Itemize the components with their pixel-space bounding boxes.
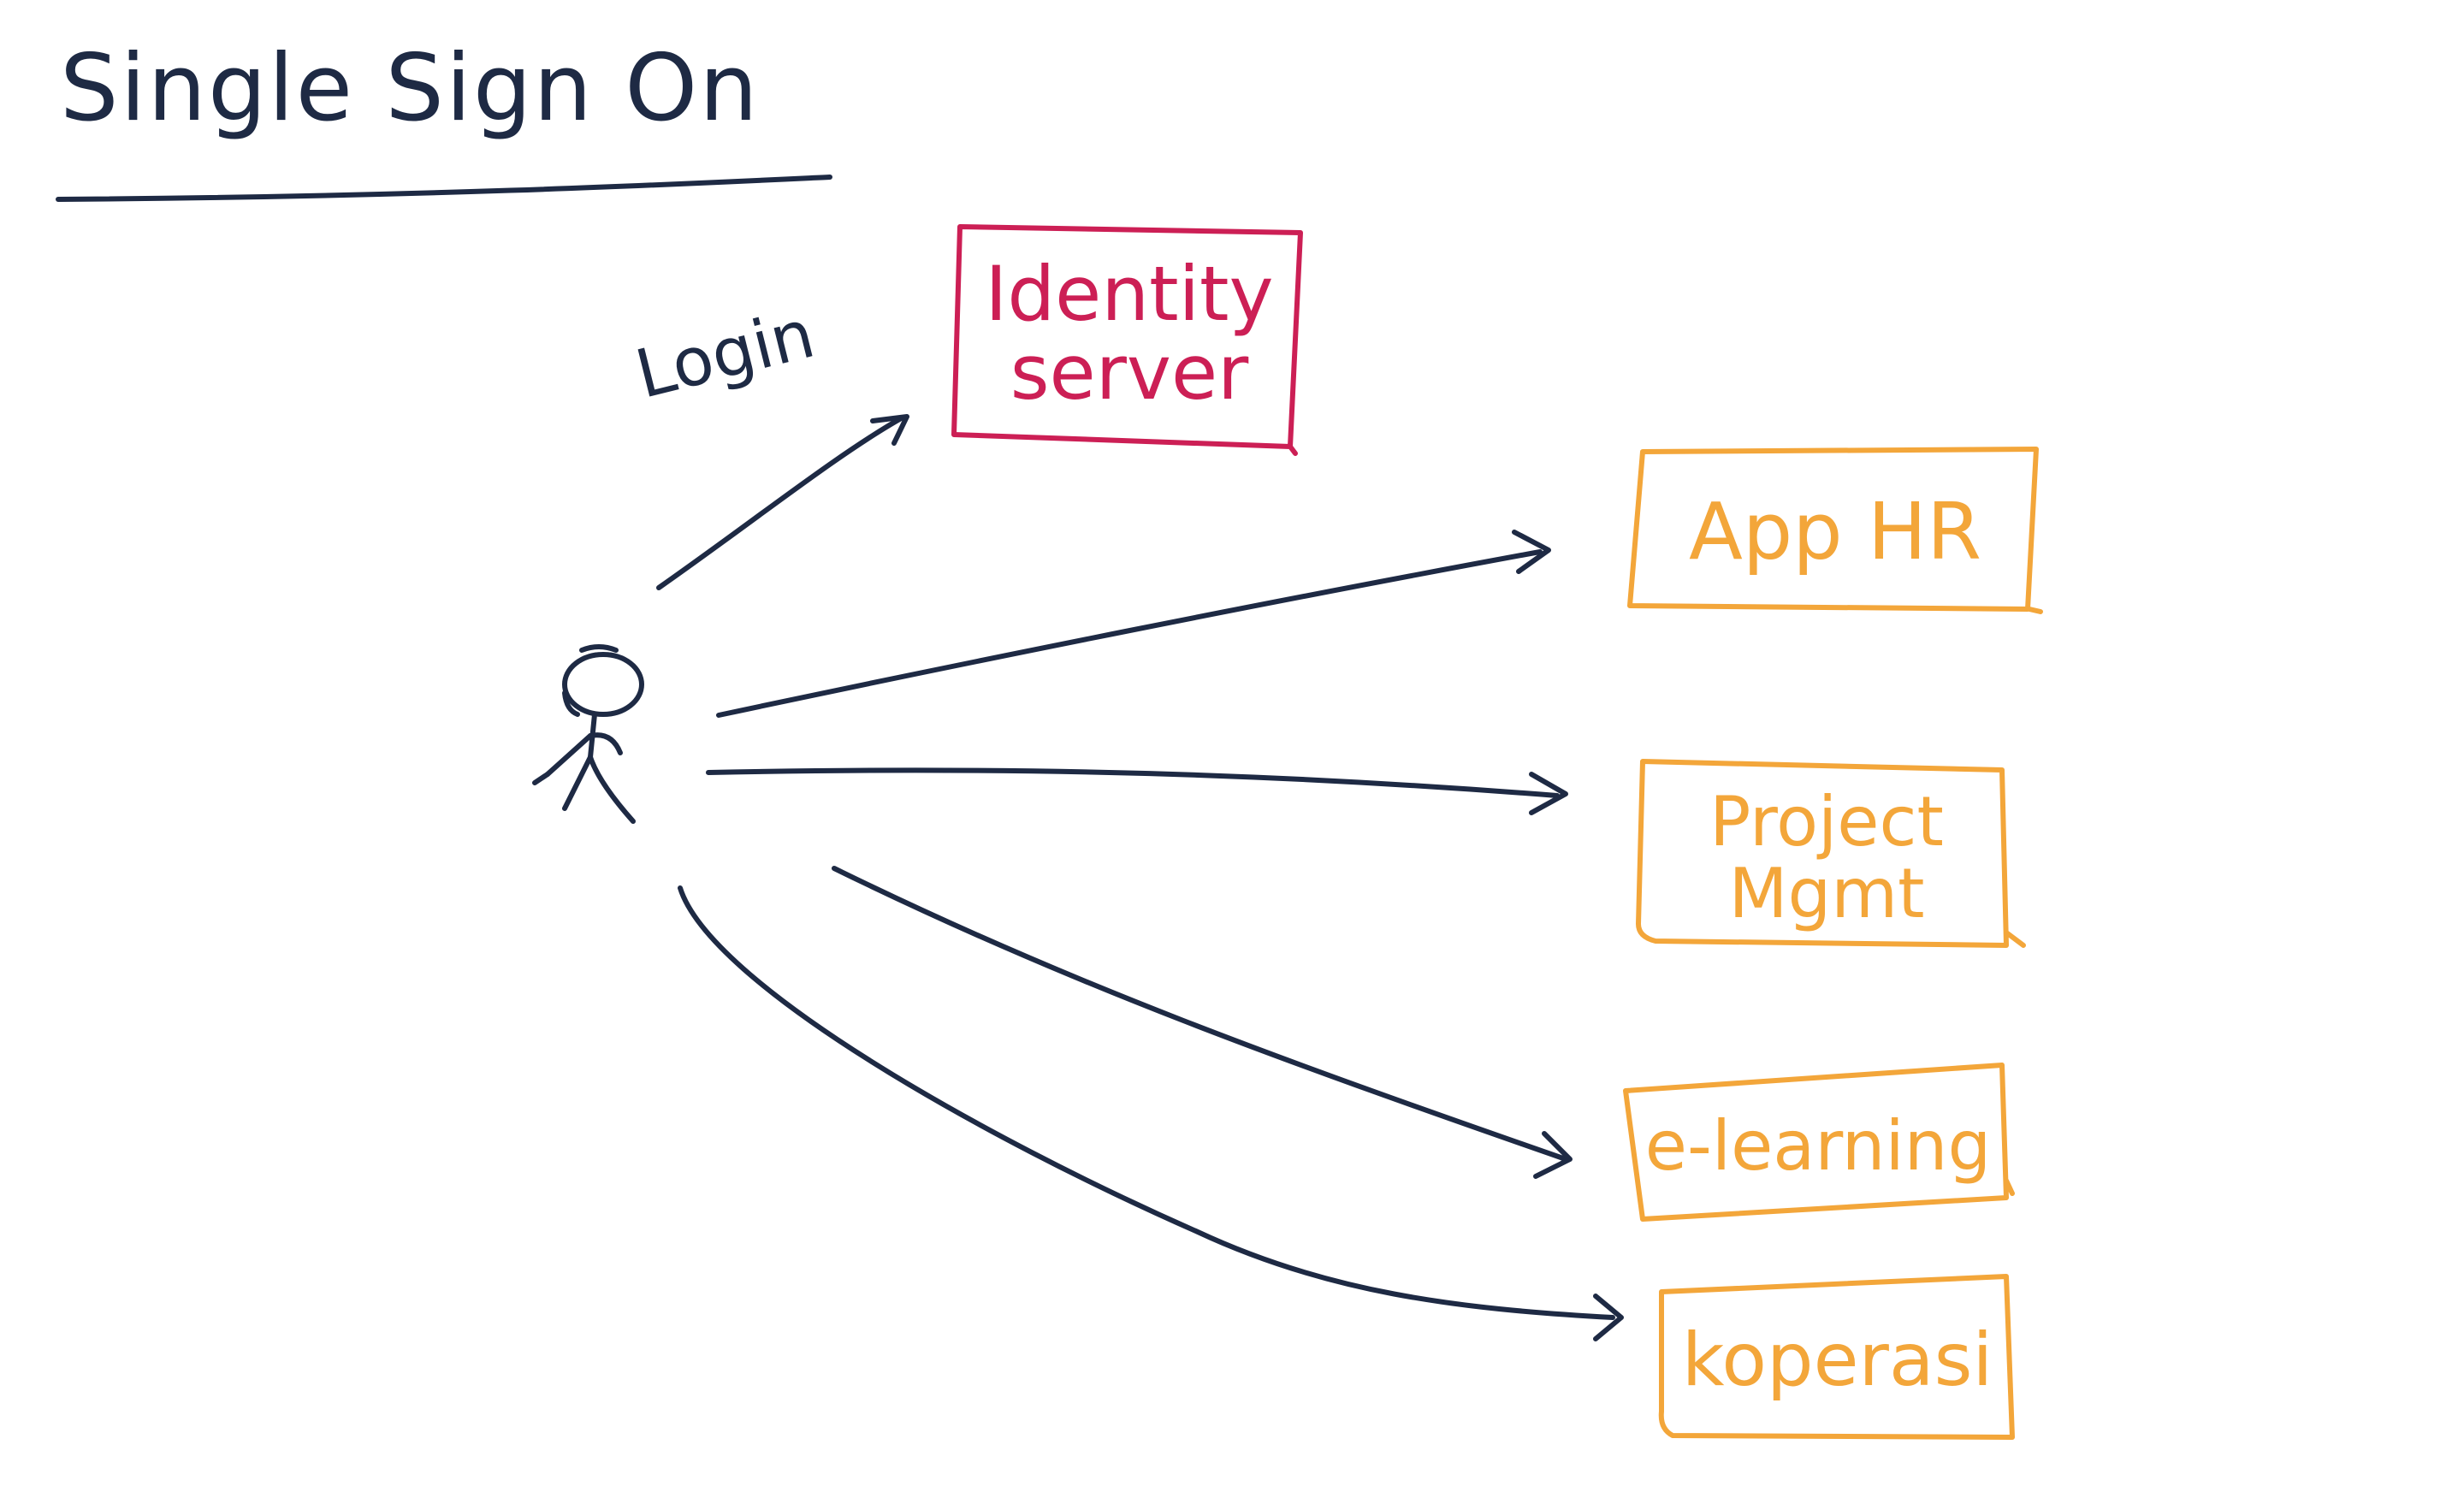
login-arrow	[656, 415, 905, 590]
page-title: Single Sign On	[60, 35, 760, 142]
connectors	[656, 414, 1624, 1341]
stick-figure-user-icon	[532, 644, 644, 824]
e-learning-label: e-learning	[1630, 1086, 2006, 1206]
koperasi-label: koperasi	[1664, 1288, 2011, 1433]
arrow-to-app-hr	[716, 549, 1543, 718]
project-mgmt-label: Project Mgmt	[1647, 774, 2006, 941]
arrowhead-koperasi	[1593, 1294, 1624, 1341]
arrowhead-e-learning	[1533, 1131, 1573, 1179]
arrow-to-project-mgmt	[706, 767, 1560, 798]
arrow-to-koperasi	[678, 885, 1615, 1320]
arrow-to-e-learning	[832, 866, 1568, 1162]
koperasi-line1: koperasi	[1681, 1317, 1993, 1403]
identity-server-line1: Identity	[985, 249, 1274, 338]
identity-server-label: Identity server	[958, 231, 1300, 436]
title-underline	[56, 175, 832, 202]
e-learning-line1: e-learning	[1644, 1106, 1992, 1186]
arrowhead-app-hr	[1512, 530, 1551, 574]
project-mgmt-box	[1636, 759, 2026, 948]
app-hr-line1: App HR	[1688, 486, 1982, 578]
login-arrowhead	[870, 414, 909, 446]
app-hr-label: App HR	[1638, 462, 2032, 603]
project-mgmt-line2: Mgmt	[1728, 853, 1925, 933]
arrowhead-project-mgmt	[1529, 772, 1568, 815]
identity-server-line2: server	[1010, 329, 1249, 417]
app-hr-box	[1627, 447, 2043, 614]
koperasi-box	[1658, 1274, 2015, 1440]
identity-server-box	[951, 224, 1303, 456]
project-mgmt-line1: Project	[1709, 781, 1944, 861]
e-learning-box	[1623, 1063, 2015, 1222]
